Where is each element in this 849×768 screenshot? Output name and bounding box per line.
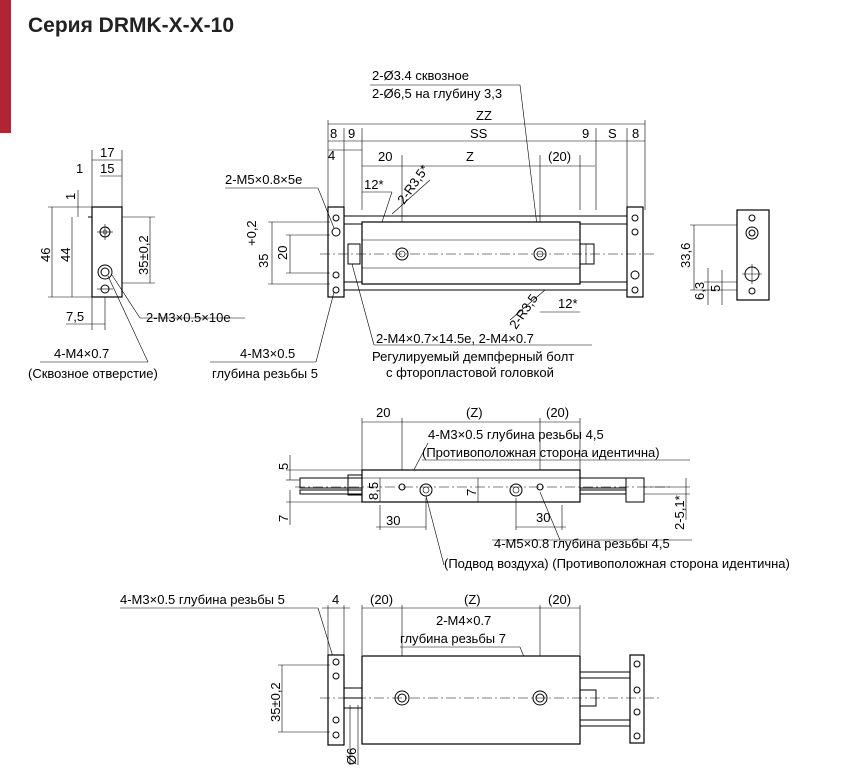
dim-s: S: [608, 126, 617, 141]
label-bolt-line1: Регулируемый демпферный болт: [372, 349, 574, 364]
label-m5-depth-4-5: 4-M5×0.8 глубина резьбы 4,5: [494, 536, 670, 551]
title-accent-bar: [0, 0, 11, 133]
bottom-view: 4-M3×0.5 глубина резьбы 5 4 (20) (Z) (20…: [120, 592, 660, 765]
label-m3-depth-4-5: 4-M3×0.5 глубина резьбы 4,5: [428, 427, 604, 442]
label-thread-depth-5: глубина резьбы 5: [212, 366, 318, 381]
label-through-hole: (Сквозное отверстие): [28, 366, 158, 381]
label-4-m3: 4-M3×0.5: [240, 346, 295, 361]
label-opposite-side-1: (Противоположная сторона идентична): [422, 445, 660, 460]
dim-20-side-ref: (20): [546, 405, 569, 420]
page-title: Серия DRMK-X-X-10: [28, 14, 235, 37]
dim-z-bottom: (Z): [464, 592, 481, 607]
dim-44: 44: [58, 248, 73, 262]
dim-20-bottom-left: (20): [370, 592, 393, 607]
label-thread-depth-7: глубина резьбы 7: [400, 631, 506, 646]
label-m3-depth-5-bottom: 4-M3×0.5 глубина резьбы 5: [120, 592, 285, 607]
dim-9-left: 9: [348, 126, 355, 141]
dim-15: 15: [100, 161, 114, 176]
dim-35: 35: [256, 254, 271, 268]
label-r35: 2-R3,5: [506, 291, 541, 332]
dim-6-3: 6,3: [692, 282, 707, 300]
dim-4: 4: [328, 148, 335, 163]
label-air-supply: (Подвод воздуха) (Противоположная сторон…: [444, 556, 790, 571]
label-m4x14: 2-M4×0.7×14.5e, 2-M4×0.7: [376, 331, 534, 346]
dim-z: Z: [466, 149, 474, 164]
dim-35-tol-bottom: 35±0,2: [268, 682, 283, 722]
dim-5: 5: [708, 285, 723, 292]
dim-20-bottom-right: (20): [548, 592, 571, 607]
dim-ss: SS: [470, 126, 488, 141]
dim-30-left: 30: [386, 513, 400, 528]
label-m5x0-8: 2-M5×0.8×5e: [225, 172, 302, 187]
dim-z-ref: (Z): [466, 405, 483, 420]
dim-phi6: Ø6: [344, 748, 359, 765]
label-bore-through: 2-Ø3.4 сквозное: [372, 68, 469, 83]
dim-2-5-1-star: 2-5,1*: [672, 495, 687, 530]
left-end-view: 17 1 15 1 46 44 35±0,2 7,5 2-M3×0.5×10e …: [28, 145, 245, 381]
dim-9-right: 9: [582, 126, 589, 141]
dim-20-vertical: 20: [275, 246, 290, 260]
dim-8-right: 8: [632, 126, 639, 141]
dim-46: 46: [38, 248, 53, 262]
dim-1-horizontal: 1: [76, 161, 83, 176]
dim-7-5: 7,5: [66, 309, 84, 324]
dim-5-side: 5: [276, 463, 291, 470]
right-end-view: 33,6 6,3 5: [678, 209, 770, 305]
dim-8-5: 8,5: [366, 482, 381, 500]
dim-20-side: 20: [376, 405, 390, 420]
dim-20-ref: (20): [548, 149, 571, 164]
dim-33-6: 33,6: [678, 243, 693, 268]
label-m4-bottom: 2-M4×0.7: [436, 613, 491, 628]
dim-4-bottom: 4: [332, 592, 339, 607]
dim-12-star-bottom: 12*: [558, 296, 578, 311]
dim-30-right: 30: [536, 510, 550, 525]
dim-1-vertical: 1: [63, 193, 78, 200]
dim-7-side-center: 7: [464, 489, 479, 496]
dim-20: 20: [378, 149, 392, 164]
dim-7-side-left: 7: [276, 515, 291, 522]
label-bolt-line2: с фторопластовой головкой: [386, 365, 554, 380]
dim-zz: ZZ: [476, 108, 492, 123]
label-m3x10: 2-M3×0.5×10e: [146, 310, 231, 325]
side-view: 20 (Z) (20) 4-M3×0.5 глубина резьбы 4,5 …: [276, 405, 790, 571]
top-main-view: ZZ 8 9 SS 9 S 8 4 20 Z (20) 2-Ø3.4 сквоз…: [210, 68, 655, 381]
dim-35-tolerance: +0,2: [244, 220, 259, 246]
label-4-m4: 4-M4×0.7: [54, 346, 109, 361]
dim-8-left: 8: [330, 126, 337, 141]
label-r35-star: 2-R3,5*: [394, 162, 432, 207]
label-bore-depth: 2-Ø6,5 на глубину 3,3: [372, 86, 502, 101]
dim-35-tol: 35±0,2: [136, 235, 151, 275]
dim-17: 17: [100, 145, 114, 160]
dim-12-star-top: 12*: [364, 177, 384, 192]
